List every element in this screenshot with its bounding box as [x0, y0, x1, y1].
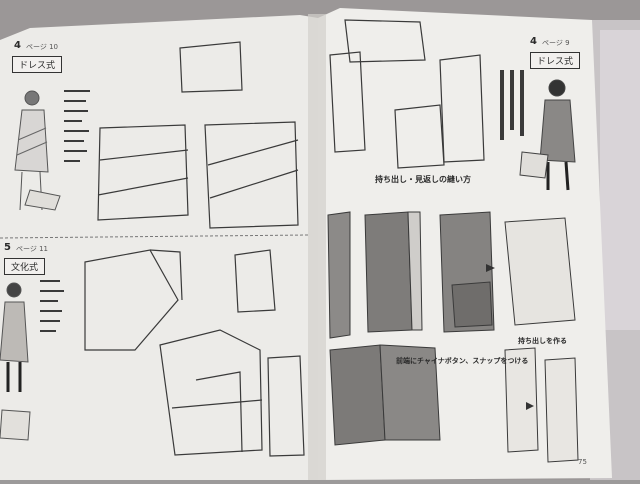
right-section-title: ドレス式 [530, 52, 581, 69]
step-button-caption: 前端にチャイナボタン、スナップをつける [396, 357, 529, 365]
section-b-number: 5 [4, 242, 11, 253]
right-section-number: 4 [530, 36, 537, 47]
section-b-page: ページ 11 [16, 245, 48, 253]
section-a-page: ページ 10 [26, 43, 58, 51]
section-a-title: ドレス式 [12, 56, 63, 73]
page-number: 75 [578, 458, 587, 466]
right-section-page: ページ 9 [542, 39, 570, 47]
section-a-number: 4 [14, 40, 21, 51]
step-attach-caption: 持ち出しを作る [518, 337, 567, 345]
section-b-title: 文化式 [4, 258, 46, 275]
method-title: 持ち出し・見返しの縫い方 [375, 175, 471, 184]
